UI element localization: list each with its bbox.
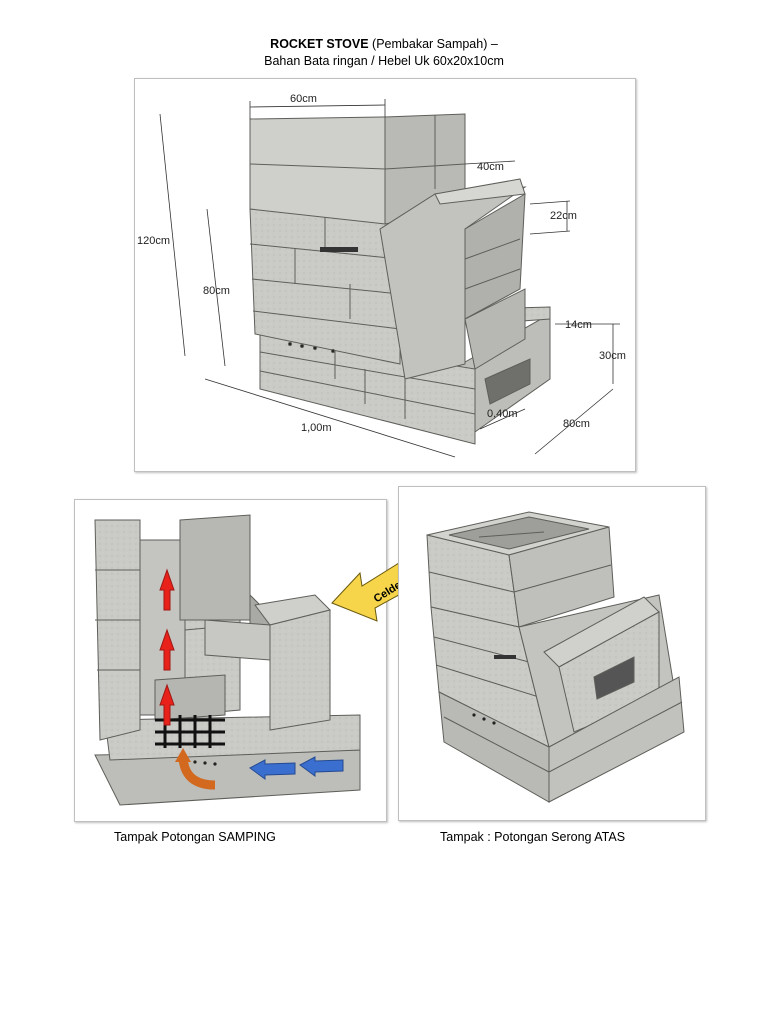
side-section-panel <box>74 499 387 822</box>
caption-top-section: Tampak : Potongan Serong ATAS <box>440 830 626 844</box>
dim-total-height: 120cm <box>137 235 170 247</box>
dim-inlet-height: 22cm <box>550 210 577 222</box>
dim-base-height: 30cm <box>599 350 626 362</box>
title-bold: ROCKET STOVE <box>270 37 369 51</box>
dim-length: 1,00m <box>301 422 332 434</box>
main-drawing-panel: 60cm 120cm 80cm 40cm 22cm 14cm 30cm 1,00… <box>134 78 636 472</box>
caption-side-section: Tampak Potongan SAMPING <box>114 830 276 844</box>
dim-inlet-width: 40cm <box>477 161 504 173</box>
side-section-drawing <box>94 514 361 806</box>
title-subtitle: Bahan Bata ringan / Hebel Uk 60x20x10cm <box>264 54 504 68</box>
top-section-panel <box>398 486 706 821</box>
dim-opening: 0,40m <box>487 408 518 420</box>
top-section-drawing <box>426 511 685 803</box>
dim-base-step: 14cm <box>565 319 592 331</box>
dim-depth: 80cm <box>563 418 590 430</box>
dim-mid-height: 80cm <box>203 285 230 297</box>
dim-top-width: 60cm <box>290 93 317 105</box>
title-rest: (Pembakar Sampah) – <box>368 37 498 51</box>
page-title: ROCKET STOVE (Pembakar Sampah) – Bahan B… <box>0 36 768 70</box>
main-drawing: 60cm 120cm 80cm 40cm 22cm 14cm 30cm 1,00… <box>137 93 626 458</box>
